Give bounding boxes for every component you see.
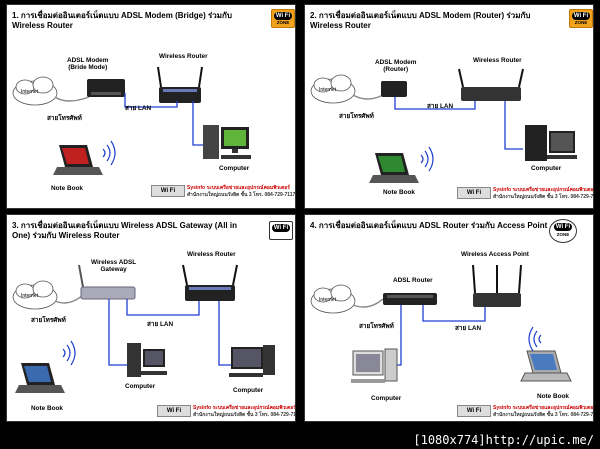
phone-line-label: สายโทรศัพท์ [31,317,66,324]
lan-label: สาย LAN [125,105,152,112]
diagram-svg [12,66,251,175]
diagram-svg [310,264,572,383]
lan-cable [218,301,231,366]
diagram-svg [310,68,577,183]
wifi-zone-badge: Wi Fi ZONE [549,219,577,243]
lan-cable [504,101,523,150]
notebook-icon [53,145,103,175]
cloud-icon [12,280,58,310]
sponsor-name: Sysinfo ระบบเครือข่ายและอุปกรณ์คอมพิวเตอ… [193,405,296,411]
notebook-label: Note Book [31,405,63,412]
access-point-icon [472,264,522,307]
computer-label-2: Computer [233,387,264,394]
panel-adsl-router: 2. การเชื่อมต่ออินเตอร์เน็ตแบบ ADSL Mode… [304,4,594,209]
internet-label: Internet [21,89,38,95]
router-icon [458,68,524,101]
phone-line [352,298,384,308]
lan-label: สาย LAN [427,103,454,110]
internet-label: Internet [319,87,336,93]
modem-label: ADSL Modem (Router) [375,59,417,73]
panel-title: 1. การเชื่อมต่ออินเตอร์เน็ตแบบ ADSL Mode… [12,11,232,30]
modem-icon [87,79,125,97]
sponsor-address: สำนักงานใหญ่ถนนรังสิต ชั้น 3 โทร. 084-72… [493,412,594,418]
computer-icon-2 [229,345,275,377]
router-label: Wireless Router [187,251,236,258]
image-source-footer: [1080x774]http://upic.me/ [413,433,594,447]
wifi-waves-icon [420,146,434,172]
phone-line [54,294,84,304]
wifi-certified-logo: Wi Fi [457,187,491,199]
wifi-certified-logo: Wi Fi [457,405,491,417]
lan-cable [108,299,127,366]
lan-cable [124,93,178,108]
phone-line-label: สายโทรศัพท์ [339,113,374,120]
modem-label: ADSL Modem (Bride Mode) [67,57,109,71]
lan-cable [394,97,476,110]
computer-icon [351,348,398,383]
sponsor-name: Sysinfo ระบบเครือข่ายและอุปกรณ์คอมพิวเตอ… [493,187,594,193]
notebook-icon [369,153,419,183]
sponsor-address: สำนักงานใหญ่ถนนรังสิต ชั้น 3 โทร. 084-72… [187,192,296,198]
computer-icon [525,125,577,161]
phone-line [352,94,384,100]
router-icon [157,66,203,103]
notebook-label: Note Book [537,393,569,400]
lan-label: สาย LAN [147,321,174,328]
panel-title: 4. การเชื่อมต่ออินเตอร์เน็ตแบบ ADSL Rout… [310,221,548,230]
notebook-label: Note Book [383,189,415,196]
wifi-certified-logo: Wi Fi [151,185,185,197]
cloud-icon [310,74,356,104]
wifi-waves-icon [62,340,76,366]
router-label: Wireless Router [473,57,522,64]
lan-label: สาย LAN [455,325,482,332]
cloud-icon [310,284,356,314]
modem-icon [381,81,407,97]
computer-icon [203,125,251,159]
access-point-label: Wireless Access Point [461,251,529,258]
gateway-label: Wireless ADSL Gateway [91,259,137,273]
notebook-icon [520,350,572,382]
wifi-zone-badge: Wi Fi ZONE [271,9,295,28]
sponsor-address: สำนักงานใหญ่ถนนรังสิต ชั้น 3 โทร. 084-72… [493,194,594,200]
panel-adsl-access-point: 4. การเชื่อมต่ออินเตอร์เน็ตแบบ ADSL Rout… [304,214,594,422]
gateway-icon [78,264,136,300]
computer-icon-1 [127,343,167,377]
notebook-label: Note Book [51,185,83,192]
router-icon [182,264,238,301]
sponsor-name: Sysinfo ระบบเครือข่ายและอุปกรณ์คอมพิวเตอ… [493,405,594,411]
diagram-svg [12,264,275,393]
wifi-waves-icon [102,140,116,166]
wifi-certified-logo: Wi Fi [157,405,191,417]
router-label: Wireless Router [159,53,208,60]
internet-label: Internet [21,293,38,299]
panel-adsl-bridge: 1. การเชื่อมต่ออินเตอร์เน็ตแบบ ADSL Mode… [6,4,296,209]
computer-label-1: Computer [125,383,156,390]
lan-cable [126,299,200,316]
panel-title: 2. การเชื่อมต่ออินเตอร์เน็ตแบบ ADSL Mode… [310,11,531,30]
internet-label: Internet [319,297,336,303]
wifi-badge: Wi Fi [269,221,293,240]
panel-adsl-gateway: 3. การเชื่อมต่ออินเตอร์เน็ตแบบ Wireless … [6,214,296,422]
sponsor-address: สำนักงานใหญ่ถนนรังสิต ชั้น 3 โทร. 084-72… [193,412,296,418]
cloud-icon [12,76,58,106]
lan-cable [422,305,486,322]
sponsor-name: Sysinfo ระบบเครือข่ายและอุปกรณ์คอมพิวเตอ… [187,185,290,191]
computer-label: Computer [371,395,402,402]
panel-title: 3. การเชื่อมต่ออินเตอร์เน็ตแบบ Wireless … [12,221,237,240]
phone-line [54,96,90,102]
adsl-router-label: ADSL Router [393,277,433,284]
wifi-waves-icon [528,326,542,352]
phone-line-label: สายโทรศัพท์ [359,323,394,330]
phone-line-label: สายโทรศัพท์ [47,115,82,122]
computer-label: Computer [531,165,562,172]
wifi-zone-badge: Wi Fi ZONE [569,9,593,28]
computer-label: Computer [219,165,250,172]
notebook-icon [15,363,65,393]
adsl-router-icon [383,293,437,305]
